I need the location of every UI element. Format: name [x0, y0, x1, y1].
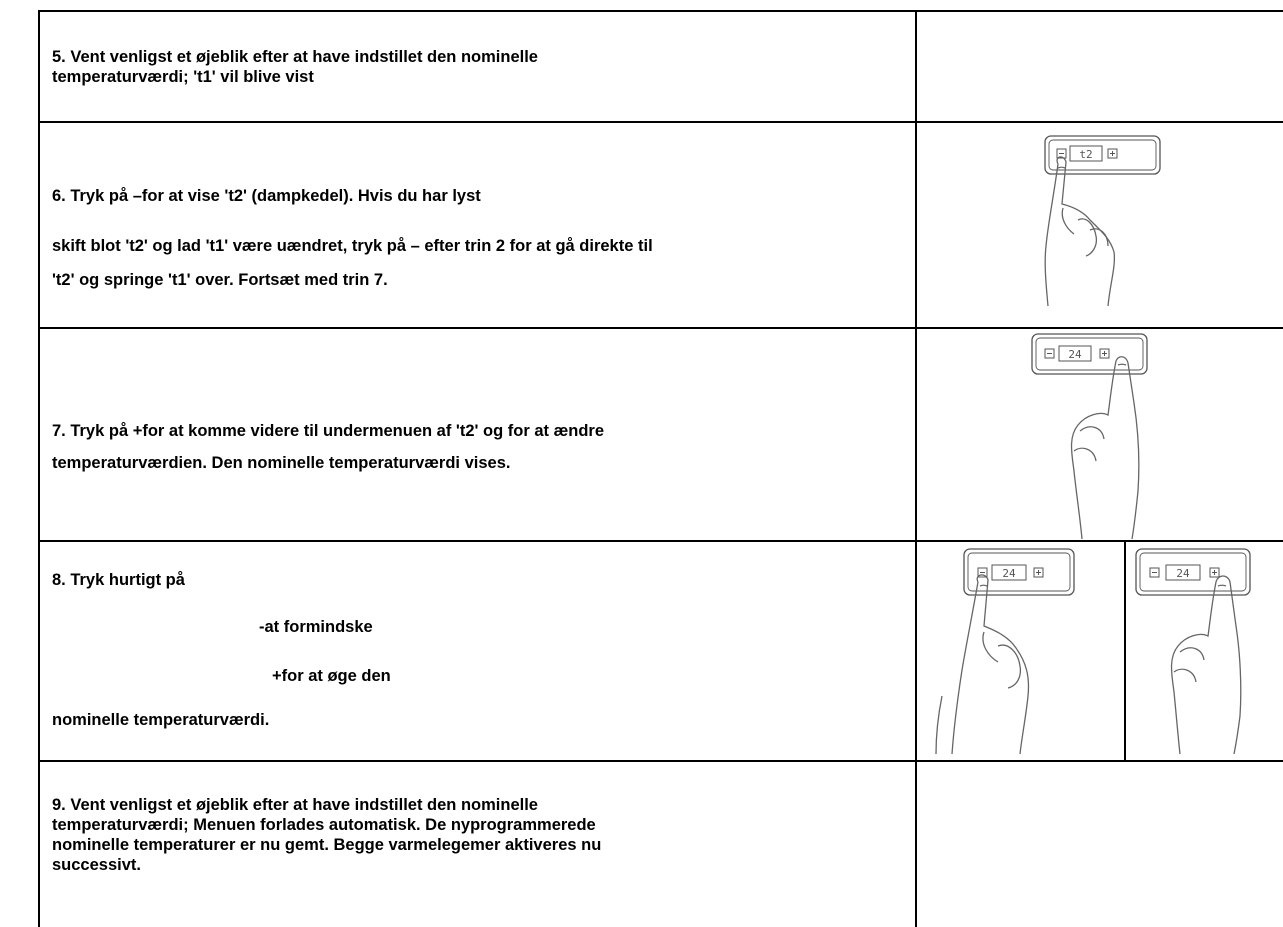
table-border-top — [38, 10, 1283, 12]
step-9-text: 9. Vent venligst et øjeblik efter at hav… — [52, 795, 601, 875]
step-6-line: 't2' og springe 't1' over. Fortsæt med t… — [52, 271, 388, 289]
pressing-hand-icon — [935, 574, 1030, 755]
step-5-line: temperaturværdi; 't1' vil blive vist — [52, 68, 314, 86]
illustration-divider — [1124, 540, 1126, 760]
minus-button-icon — [1044, 348, 1055, 359]
minus-button-icon — [1056, 148, 1067, 159]
pressing-hand-icon — [1070, 356, 1140, 540]
column-divider — [915, 10, 917, 927]
plus-button-icon — [1033, 567, 1044, 578]
plus-button-icon — [1107, 148, 1118, 159]
panel-display-text: t2 — [1079, 148, 1092, 161]
step-9-line: successivt. — [52, 856, 141, 874]
step-6-text: 6. Tryk på –for at vise 't2' (dampkedel)… — [52, 186, 653, 290]
control-panel-illustration: 24 — [1130, 546, 1280, 756]
panel-display-text: 24 — [1002, 567, 1016, 580]
row-divider — [38, 121, 1283, 123]
step-9-line: nominelle temperaturer er nu gemt. Begge… — [52, 836, 602, 854]
step-6-line: skift blot 't2' og lad 't1' være uændret… — [52, 237, 653, 255]
row-divider — [38, 760, 1283, 762]
row-divider — [38, 327, 1283, 329]
table-border-left — [38, 10, 40, 927]
control-panel-illustration: 24 — [928, 546, 1118, 756]
minus-button-icon — [1149, 567, 1160, 578]
minus-button-icon — [977, 567, 988, 578]
plus-button-icon — [1209, 567, 1220, 578]
step-8-line: nominelle temperaturværdi. — [52, 711, 270, 729]
panel-display-text: 24 — [1176, 567, 1190, 580]
plus-button-icon — [1099, 348, 1110, 359]
pressing-hand-icon — [1044, 156, 1116, 307]
step-8-line: 8. Tryk hurtigt på — [52, 571, 185, 589]
step-7-text: 7. Tryk på +for at komme videre til unde… — [52, 421, 604, 473]
step-9-line: 9. Vent venligst et øjeblik efter at hav… — [52, 796, 538, 814]
step-8-line: -at formindske — [259, 618, 373, 636]
panel-display-text: 24 — [1068, 348, 1082, 361]
step-8-line: +for at øge den — [272, 667, 391, 685]
step-5-text: 5. Vent venligst et øjeblik efter at hav… — [52, 47, 538, 87]
step-7-line: 7. Tryk på +for at komme videre til unde… — [52, 422, 605, 440]
step-7-line: temperaturværdien. Den nominelle tempera… — [52, 454, 511, 472]
step-9-line: temperaturværdi; Menuen forlades automat… — [52, 816, 596, 834]
control-panel-illustration: t2 — [1030, 134, 1180, 309]
pressing-hand-icon — [1170, 575, 1242, 755]
control-panel-illustration: 24 — [1030, 331, 1180, 541]
step-8-text: 8. Tryk hurtigt på -at formindske +for a… — [52, 570, 872, 750]
step-6-line: 6. Tryk på –for at vise 't2' (dampkedel)… — [52, 187, 481, 205]
row-divider — [38, 540, 1283, 542]
step-5-line: 5. Vent venligst et øjeblik efter at hav… — [52, 48, 538, 66]
